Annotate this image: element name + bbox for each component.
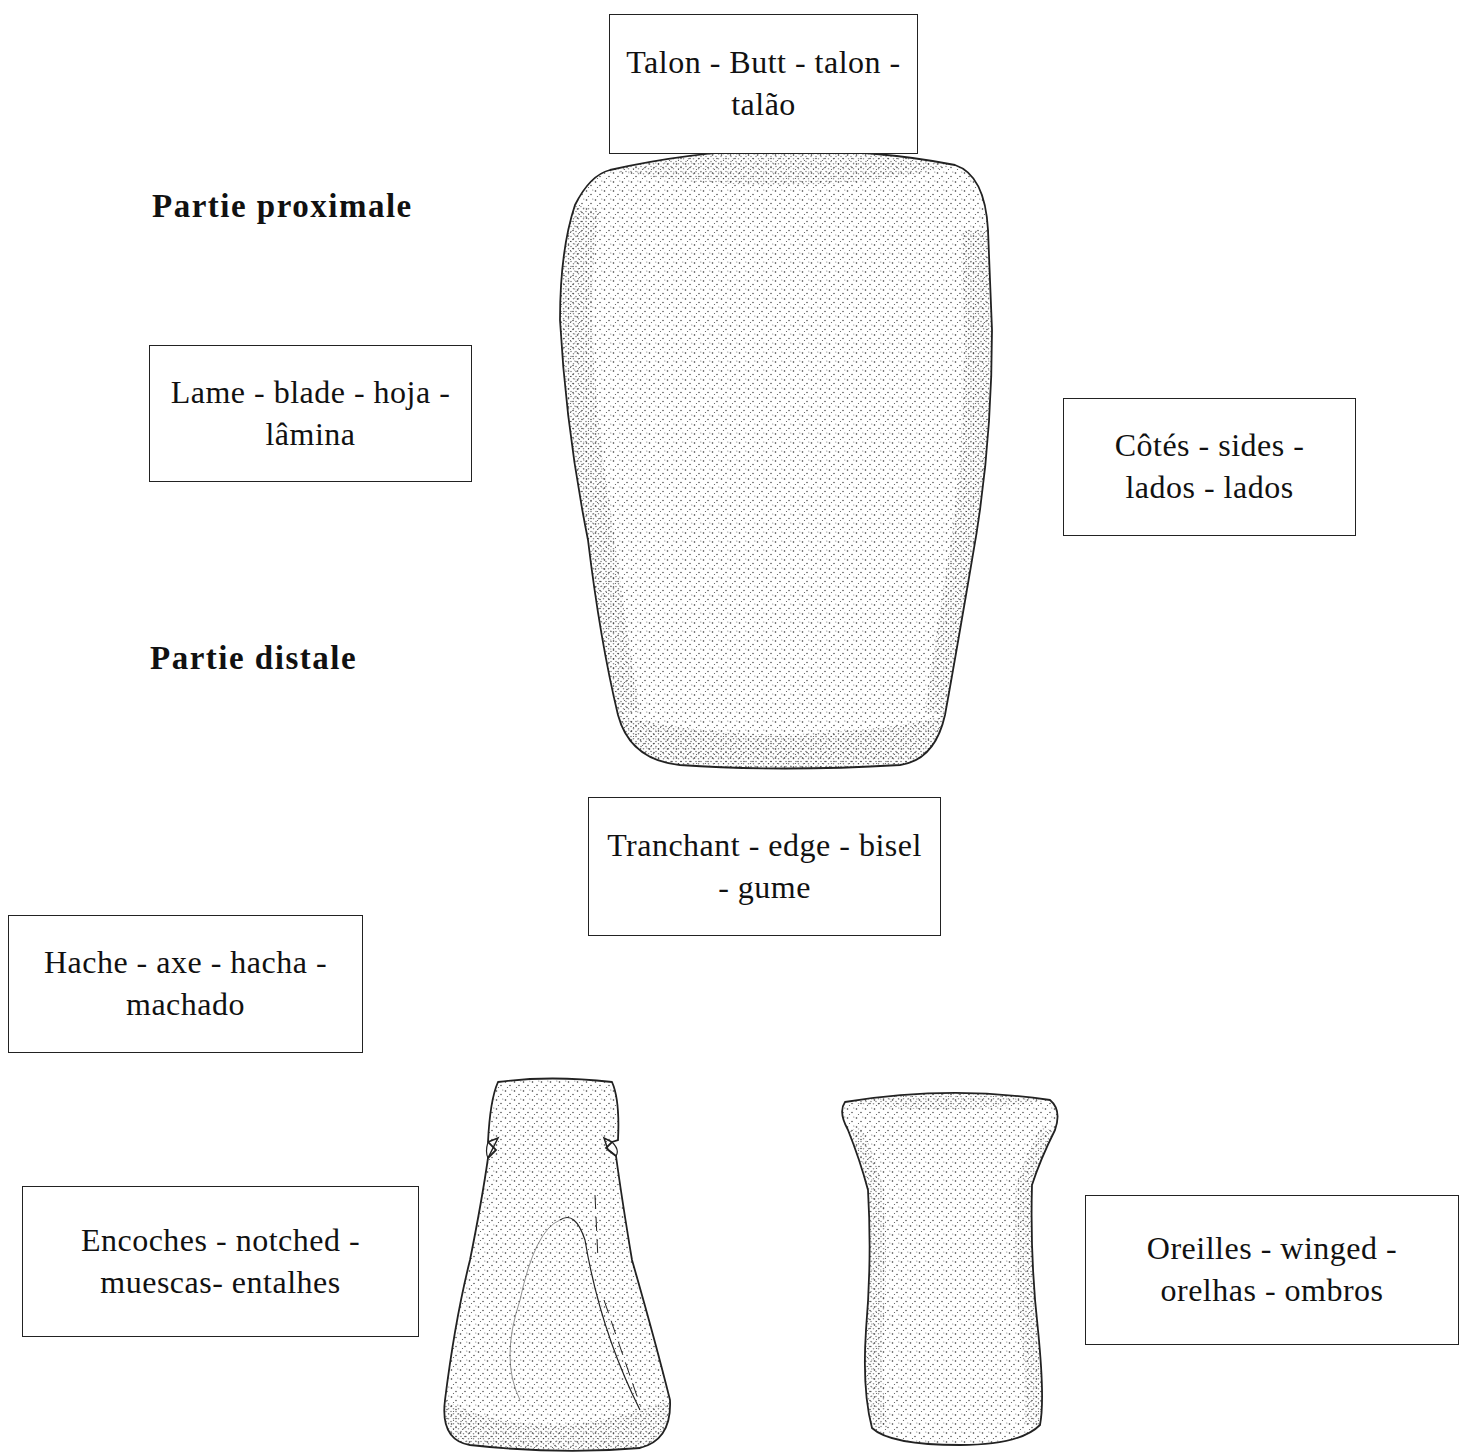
axe-drawing: [560, 150, 992, 769]
part-label: Partie proximale: [152, 188, 413, 225]
box-label: Talon - Butt - talon - talão: [626, 42, 901, 125]
box-label: Oreilles - winged - orelhas - ombros: [1102, 1228, 1442, 1311]
box-label: Hache - axe - hacha - machado: [25, 942, 346, 1025]
label-box: Tranchant - edge - bisel - gume: [588, 797, 941, 936]
box-label: Encoches - notched - muescas- entalhes: [39, 1220, 402, 1303]
label-box: Encoches - notched - muescas- entalhes: [22, 1186, 419, 1337]
label-box: Côtés - sides - lados - lados: [1063, 398, 1356, 536]
winged-axe-drawing: [842, 1093, 1057, 1445]
box-label: Lame - blade - hoja - lâmina: [166, 372, 455, 455]
label-box: Oreilles - winged - orelhas - ombros: [1085, 1195, 1459, 1345]
label-box: Hache - axe - hacha - machado: [8, 915, 363, 1053]
notched-axe-drawing: [444, 1079, 670, 1451]
box-label: Côtés - sides - lados - lados: [1080, 425, 1339, 508]
part-label: Partie distale: [150, 640, 357, 677]
label-box: Lame - blade - hoja - lâmina: [149, 345, 472, 482]
label-box: Talon - Butt - talon - talão: [609, 14, 918, 154]
box-label: Tranchant - edge - bisel - gume: [605, 825, 924, 908]
